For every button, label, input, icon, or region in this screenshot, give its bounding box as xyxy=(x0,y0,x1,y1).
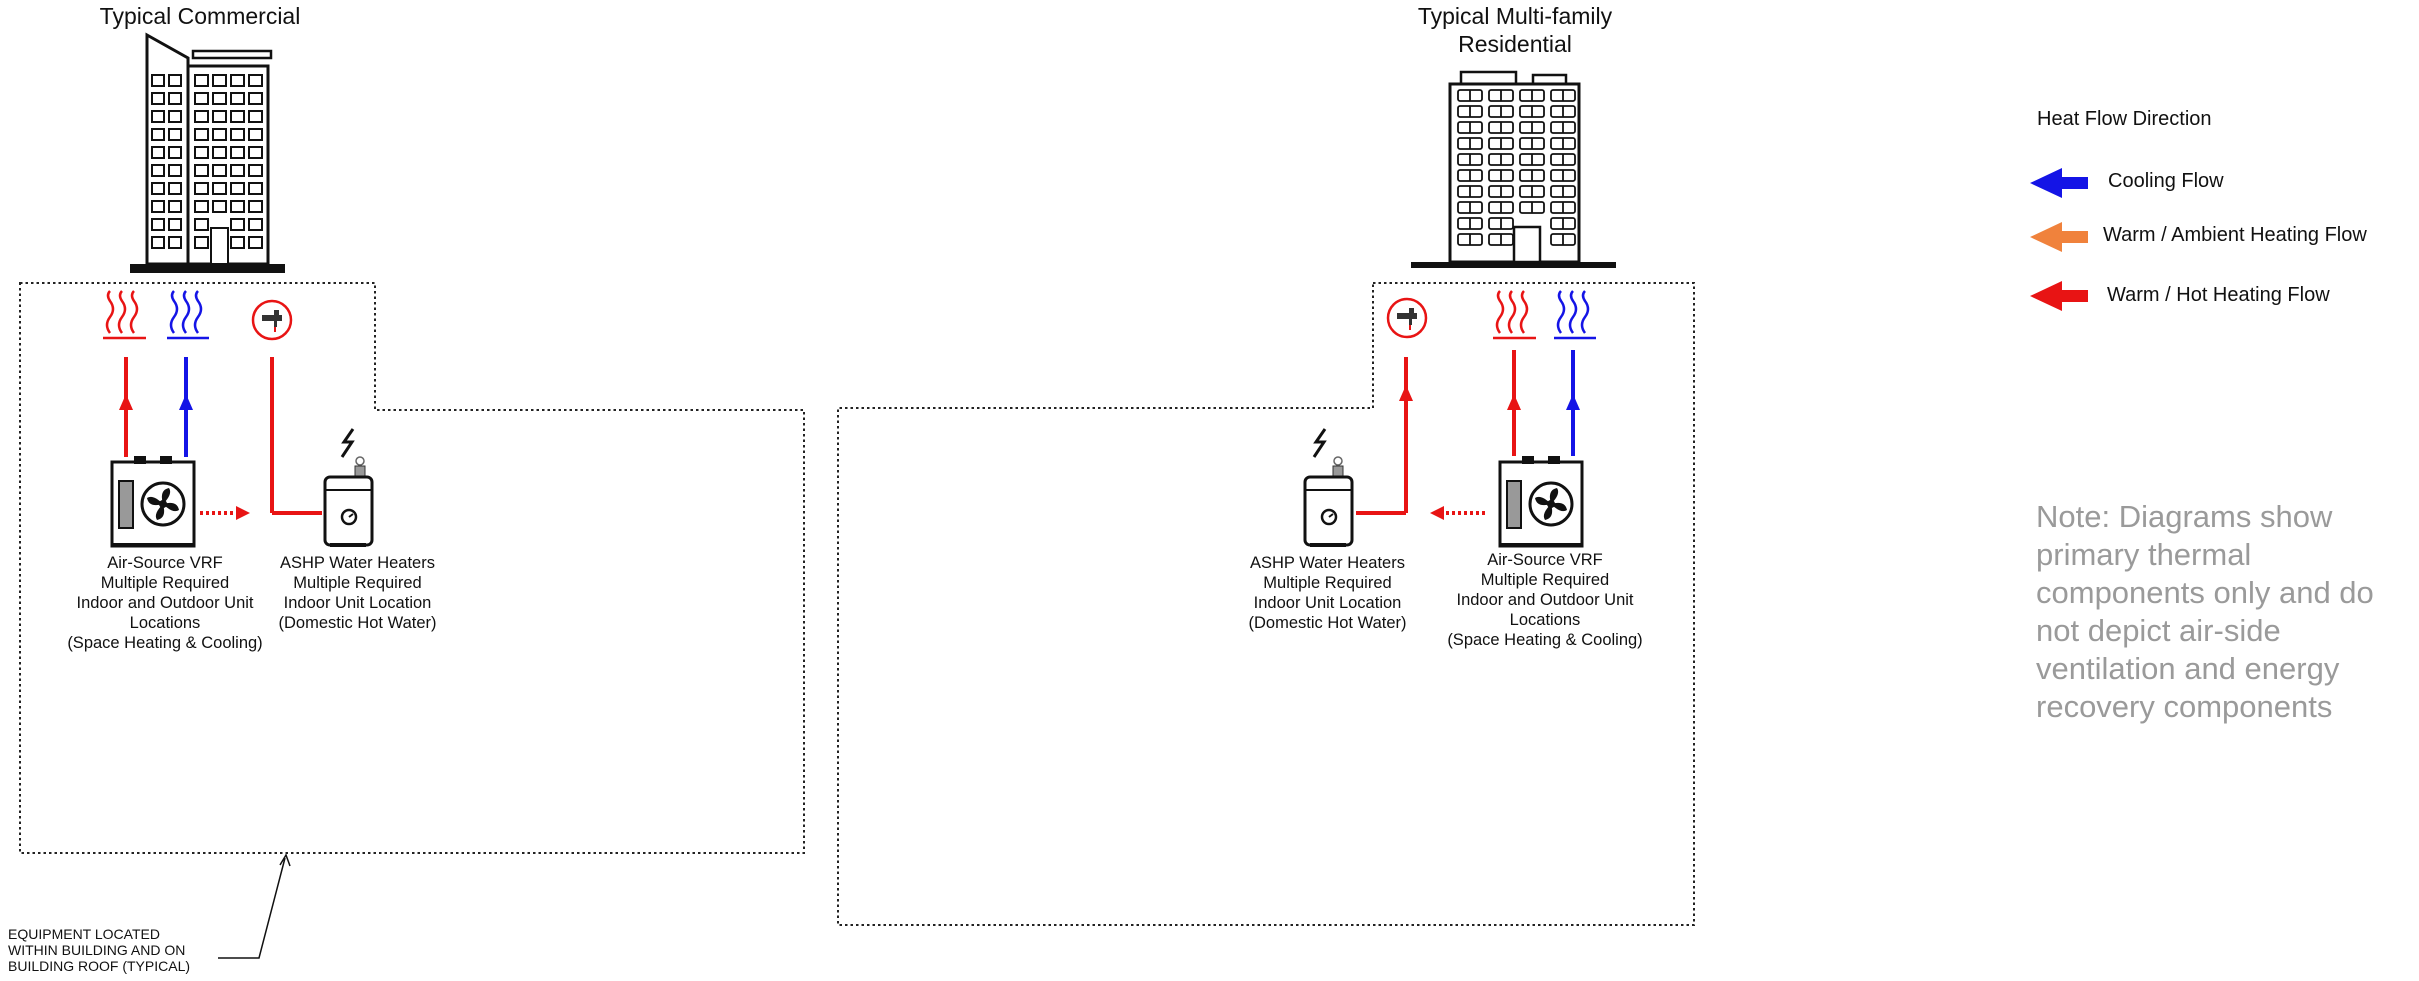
right-vrf-label: Air-Source VRF Multiple Required Indoor … xyxy=(1447,551,1643,649)
legend-item-cooling: Cooling Flow xyxy=(2108,170,2224,192)
residential-building-icon xyxy=(1411,70,1616,268)
right-building-title: Typical Multi-family Residential xyxy=(1417,3,1613,57)
right-cooling-terminal-icon xyxy=(1554,290,1596,340)
right-heating-terminal-icon xyxy=(1493,290,1536,340)
legend-ambient-arrow-icon xyxy=(2030,222,2088,252)
legend-hot-arrow-icon xyxy=(2030,281,2088,311)
left-vrf-unit-icon xyxy=(110,456,196,548)
left-flow-lines xyxy=(119,357,322,520)
left-ashp-label: ASHP Water Heaters Multiple Required Ind… xyxy=(278,554,437,632)
commercial-building-icon xyxy=(130,32,285,273)
left-hot-water-faucet-icon xyxy=(251,299,293,341)
left-heating-terminal-icon xyxy=(103,290,146,340)
legend-item-ambient: Warm / Ambient Heating Flow xyxy=(2103,224,2367,246)
legend-item-hot: Warm / Hot Heating Flow xyxy=(2107,284,2330,306)
equipment-location-callout: EQUIPMENT LOCATED WITHIN BUILDING AND ON… xyxy=(8,926,191,974)
callout-leader xyxy=(218,853,291,959)
right-flow-lines xyxy=(1356,350,1580,520)
left-vrf-label: Air-Source VRF Multiple Required Indoor … xyxy=(67,554,263,652)
left-building-title: Typical Commercial xyxy=(99,3,301,29)
diagram-note: Note: Diagrams show primary thermal comp… xyxy=(2036,499,2374,724)
right-hot-water-faucet-icon xyxy=(1386,297,1428,339)
right-equipment-boundary xyxy=(837,282,1695,926)
left-cooling-terminal-icon xyxy=(167,290,209,340)
left-water-heater-icon xyxy=(323,428,374,547)
right-water-heater-icon xyxy=(1303,428,1354,547)
right-vrf-unit-icon xyxy=(1498,456,1584,548)
legend-title: Heat Flow Direction xyxy=(2037,108,2212,130)
right-ashp-label: ASHP Water Heaters Multiple Required Ind… xyxy=(1248,554,1407,632)
legend-cooling-arrow-icon xyxy=(2030,168,2088,198)
